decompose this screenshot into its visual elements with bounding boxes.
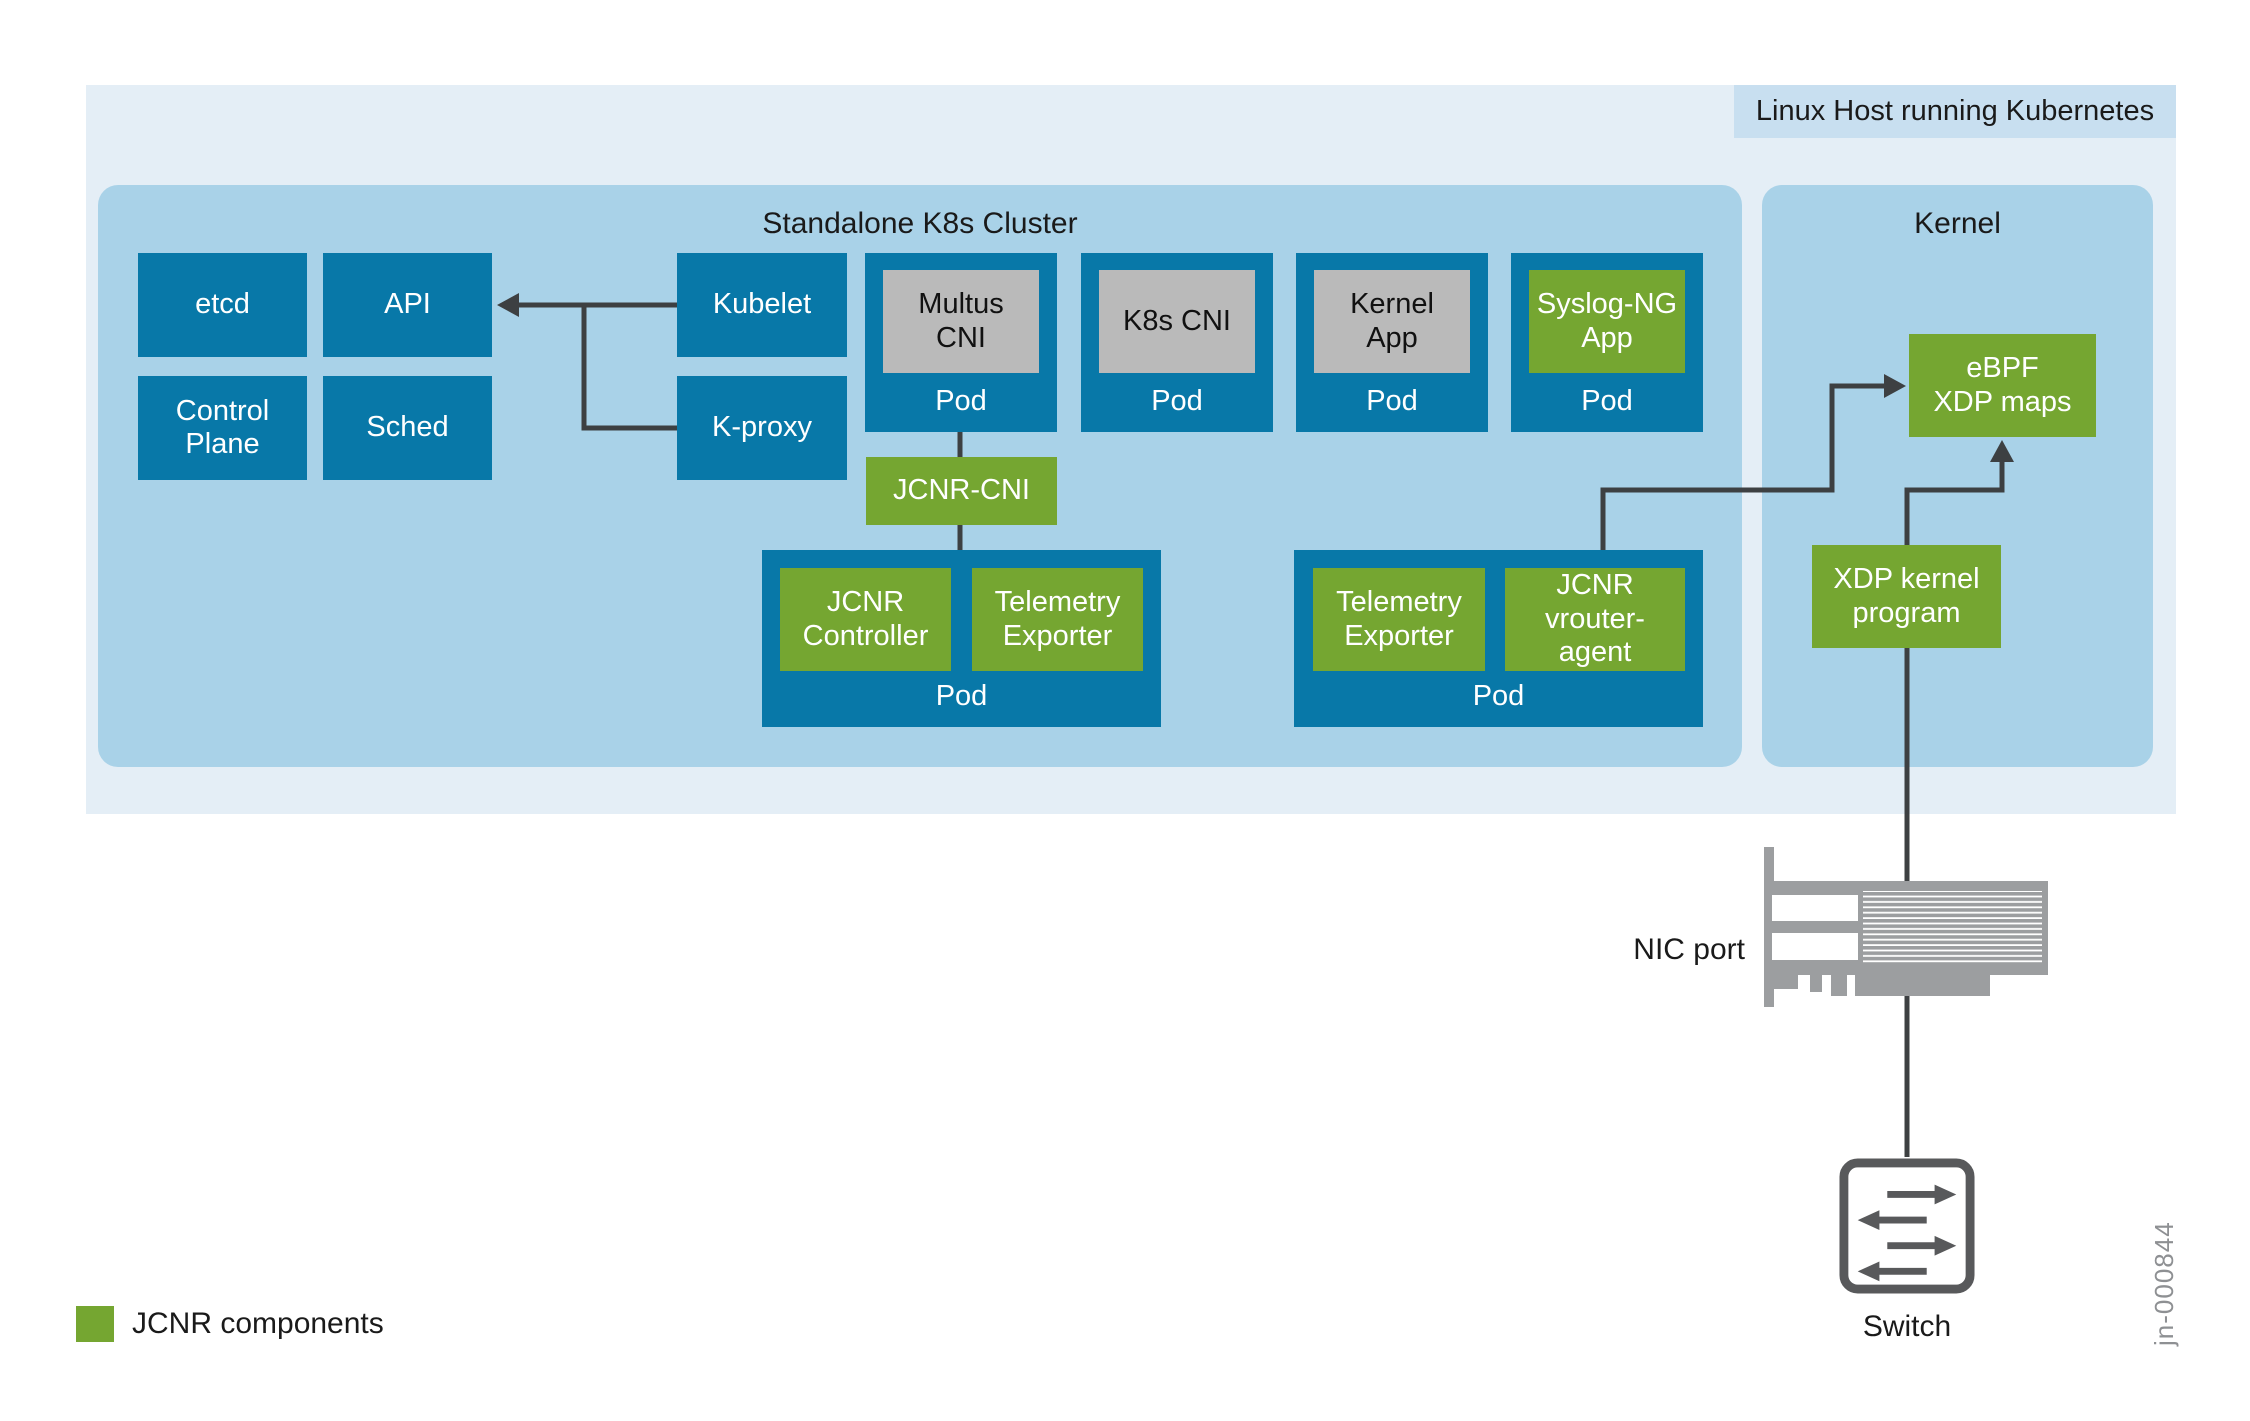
legend-label: JCNR components: [132, 1307, 384, 1340]
api-box: API: [323, 253, 492, 357]
syslog-ng-app: Syslog-NG App: [1529, 270, 1685, 373]
telemetry-exporter-app: Telemetry Exporter: [972, 568, 1143, 671]
nic-card-icon: [1764, 847, 2048, 1007]
kernel-title: Kernel: [1914, 207, 2001, 240]
arrow-right-icon: [1934, 1235, 1957, 1256]
jcnr-controller-pod: JCNR Controller Telemetry Exporter Pod: [762, 550, 1161, 727]
etcd-box: etcd: [138, 253, 307, 357]
cluster-title: Standalone K8s Cluster: [762, 207, 1078, 240]
kubelet-box: Kubelet: [677, 253, 847, 357]
syslog-ng-pod: Syslog-NG App Pod: [1511, 253, 1703, 432]
pod-label: Pod: [1366, 385, 1418, 417]
xdp-kernel-program-box: XDP kernel program: [1812, 545, 2001, 648]
figure-id: jn-000844: [2149, 1221, 2179, 1346]
switch-icon: [1839, 1158, 1975, 1294]
jcnr-vrouter-agent-app: JCNR vrouter- agent: [1505, 568, 1685, 671]
jcnr-controller-app: JCNR Controller: [780, 568, 951, 671]
kernel-app-pod: Kernel App Pod: [1296, 253, 1488, 432]
k8s-cni-pod: K8s CNI Pod: [1081, 253, 1273, 432]
arrow-right-icon: [1934, 1184, 1957, 1205]
sched-box: Sched: [323, 376, 492, 480]
kernel-section: Kernel: [1762, 185, 2153, 767]
jcnr-cni-box: JCNR-CNI: [866, 457, 1057, 525]
linux-host-label: Linux Host running Kubernetes: [1734, 85, 2176, 138]
control-plane-box: Control Plane: [138, 376, 307, 480]
k8s-cni-app: K8s CNI: [1099, 270, 1255, 373]
multus-cni-app: Multus CNI: [883, 270, 1039, 373]
nic-port-label: NIC port: [1633, 933, 1745, 966]
pod-label: Pod: [1151, 385, 1203, 417]
nic-edge-connector: [1855, 975, 1990, 996]
jcnr-green-swatch: [76, 1306, 114, 1342]
kernel-app: Kernel App: [1314, 270, 1470, 373]
arrow-left-icon: [1857, 1210, 1880, 1230]
multus-cni-pod: Multus CNI Pod: [865, 253, 1057, 432]
arrow-left-icon: [1857, 1261, 1880, 1282]
k-proxy-box: K-proxy: [677, 376, 847, 480]
nic-heatsink: [1863, 891, 2043, 966]
telemetry-exporter-app: Telemetry Exporter: [1313, 568, 1485, 671]
switch-label: Switch: [1862, 1310, 1952, 1343]
legend: JCNR components: [76, 1306, 384, 1342]
jcnr-vrouter-pod: Telemetry Exporter JCNR vrouter- agent P…: [1294, 550, 1703, 727]
pod-label: Pod: [1581, 385, 1633, 417]
nic-port-slot: [1772, 933, 1858, 960]
ebpf-xdp-maps-box: eBPF XDP maps: [1909, 334, 2096, 437]
pod-label: Pod: [1472, 680, 1525, 712]
pod-label: Pod: [935, 680, 988, 712]
pod-label: Pod: [935, 385, 987, 417]
nic-port-slot: [1772, 895, 1858, 921]
